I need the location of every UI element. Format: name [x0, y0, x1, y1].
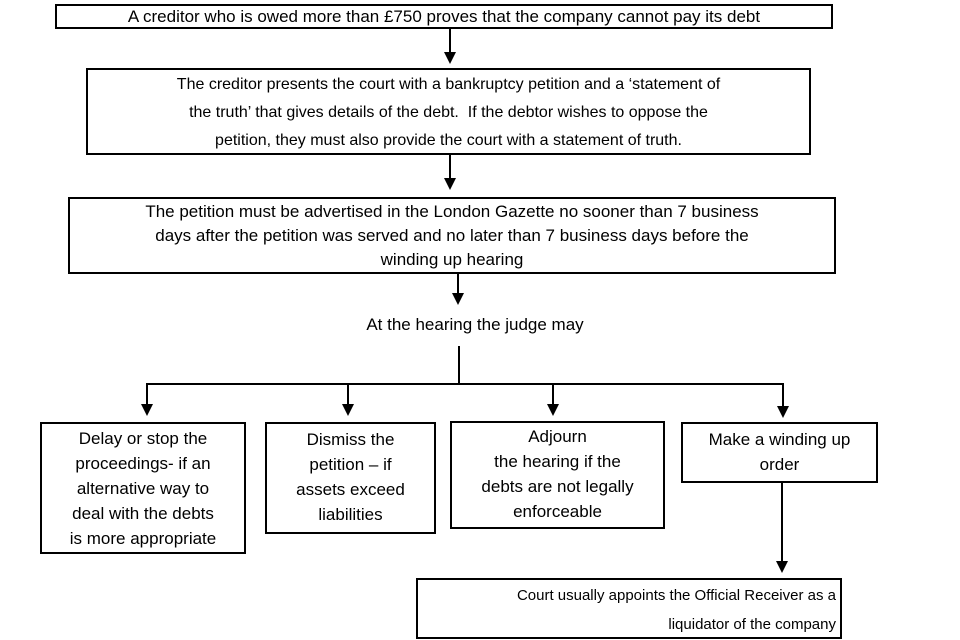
connector-branch-to-dismiss: [342, 383, 354, 416]
connector-gazette-to-judge: [452, 274, 464, 305]
connector-creditor-to-petition: [444, 29, 456, 64]
node-creditor-owed-750: A creditor who is owed more than £750 pr…: [55, 4, 833, 29]
connector-branch-to-delay: [141, 383, 153, 416]
connector-petition-to-gazette: [444, 155, 456, 190]
connector-branch-to-adjourn: [547, 383, 559, 416]
node-adjourn-hearing: Adjourn the hearing if the debts are not…: [450, 421, 665, 529]
node-delay-proceedings: Delay or stop the proceedings- if an alt…: [40, 422, 246, 554]
connector-judge-branch-tree: [147, 346, 783, 385]
connector-branch-to-winding-order: [777, 383, 789, 418]
node-gazette-advertisement: The petition must be advertised in the L…: [68, 197, 836, 274]
connector-winding-order-to-receiver: [776, 483, 788, 573]
node-official-receiver: Court usually appoints the Official Rece…: [416, 578, 842, 639]
node-dismiss-petition: Dismiss the petition – if assets exceed …: [265, 422, 436, 534]
node-bankruptcy-petition: The creditor presents the court with a b…: [86, 68, 811, 155]
label-judge-options: At the hearing the judge may: [366, 315, 584, 334]
node-winding-up-order: Make a winding up order: [681, 422, 878, 483]
